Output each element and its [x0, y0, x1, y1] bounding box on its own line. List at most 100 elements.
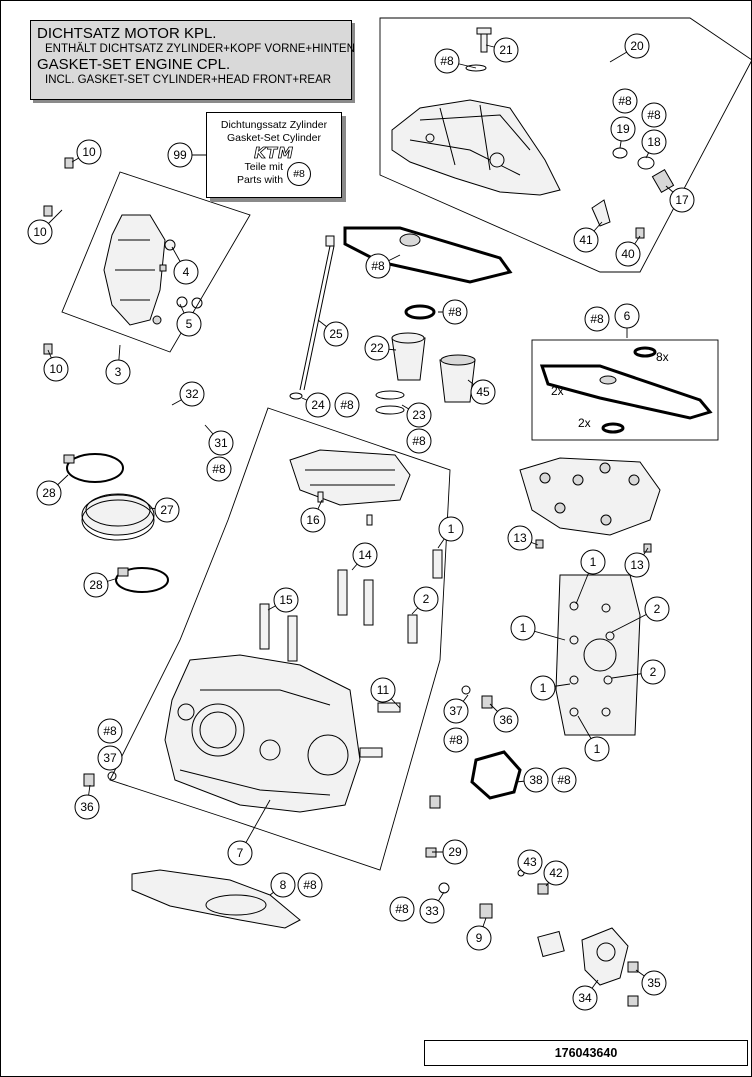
callout-circle	[493, 37, 519, 63]
callout: #8	[612, 88, 638, 114]
callout-number: #8	[647, 108, 661, 122]
callout-circle	[323, 321, 349, 347]
callout: 14	[352, 542, 378, 568]
callout-circle	[614, 303, 640, 329]
document-number: 176043640	[424, 1040, 748, 1066]
callout-circle	[443, 727, 469, 753]
callout: #8	[389, 896, 415, 922]
callout-circle	[584, 736, 610, 762]
callout: 1	[584, 736, 610, 762]
callout: 25	[323, 321, 349, 347]
callout-circle	[573, 227, 599, 253]
callout: 45	[470, 379, 496, 405]
callout-circle	[76, 139, 102, 165]
bracket-41	[591, 199, 611, 227]
callout-number: 34	[578, 991, 592, 1005]
callout: 7	[227, 840, 253, 866]
callout-number: 38	[529, 773, 543, 787]
callout-circle	[364, 335, 390, 361]
callout-number: 13	[630, 558, 644, 572]
callout-number: #8	[590, 312, 604, 326]
callout-circle	[227, 840, 253, 866]
callout-circle	[612, 88, 638, 114]
cylinder-head	[164, 654, 401, 813]
callout: #8	[584, 306, 610, 332]
callout: 28	[36, 480, 62, 506]
callout: 19	[610, 116, 636, 142]
callout: 15	[273, 587, 299, 613]
callout-circle	[551, 767, 577, 793]
callout-circle	[615, 241, 641, 267]
callout-number: 2	[650, 665, 657, 679]
callout-number: #8	[303, 878, 317, 892]
callout-number: 41	[579, 233, 593, 247]
callout-circle	[517, 849, 543, 875]
callout-number: 7	[237, 846, 244, 860]
title-line-de: DICHTSATZ MOTOR KPL.	[37, 25, 217, 42]
callout-circle	[434, 48, 460, 74]
callout-number: 1	[540, 681, 547, 695]
callout: 31	[208, 430, 234, 456]
callout-number: 43	[523, 855, 537, 869]
callout: 33	[419, 898, 445, 924]
breather-fitting	[465, 27, 492, 72]
callout: 17	[669, 187, 695, 213]
note-line-parts: Parts with	[236, 174, 284, 186]
callout-number: 1	[520, 621, 527, 635]
callout-number: 10	[33, 225, 47, 239]
callout: 36	[74, 794, 100, 820]
callout-number: 33	[425, 904, 439, 918]
callout: 23	[406, 402, 432, 428]
callout: #8	[443, 727, 469, 753]
callout-number: 36	[499, 713, 513, 727]
callout: 40	[615, 241, 641, 267]
callout-circle	[43, 356, 69, 382]
note-line-teile: Teile mit	[244, 161, 284, 173]
callout-number: 18	[647, 135, 661, 149]
callout-circle	[610, 116, 636, 142]
callout: #8	[434, 48, 460, 74]
callout: 8	[270, 872, 296, 898]
parts	[43, 27, 713, 1007]
callout-circle	[365, 253, 391, 279]
callout-number: 31	[214, 436, 228, 450]
callout-number: #8	[340, 398, 354, 412]
callout-circle	[300, 507, 326, 533]
callout-circle	[669, 187, 695, 213]
callout-number: #8	[412, 434, 426, 448]
screw-40	[635, 227, 645, 239]
callout-circle	[530, 675, 556, 701]
callout: #8	[551, 767, 577, 793]
callout-number: 2	[654, 602, 661, 616]
callout-number: #8	[440, 54, 454, 68]
callout-number: #8	[103, 724, 117, 738]
callout: 4	[173, 259, 199, 285]
callout: #8	[334, 392, 360, 418]
callout-number: 17	[675, 193, 689, 207]
callout-number: 15	[279, 593, 293, 607]
callout-circle	[36, 480, 62, 506]
intake-parts	[63, 453, 169, 593]
callout-number: 1	[590, 555, 597, 569]
callout-circle	[413, 586, 439, 612]
callout-circle	[176, 311, 202, 337]
callout-circle	[97, 745, 123, 771]
callout-number: 10	[49, 362, 63, 376]
plug-17	[651, 169, 675, 193]
callout-circle	[154, 497, 180, 523]
callout: 16	[300, 507, 326, 533]
callout: #8	[97, 718, 123, 744]
callout-number: 5	[186, 317, 193, 331]
callout-number: #8	[371, 259, 385, 273]
o-ring-19	[612, 147, 628, 159]
thermostat-housing	[537, 927, 639, 1007]
side-cover-group-outline	[61, 171, 251, 353]
title-line-en: GASKET-SET ENGINE CPL.	[37, 56, 231, 73]
callout: #8	[442, 299, 468, 325]
callout-circle	[206, 456, 232, 482]
callout-number: 16	[306, 513, 320, 527]
callout-circle	[438, 516, 464, 542]
callout-number: 4	[183, 265, 190, 279]
callout-number: 28	[42, 486, 56, 500]
